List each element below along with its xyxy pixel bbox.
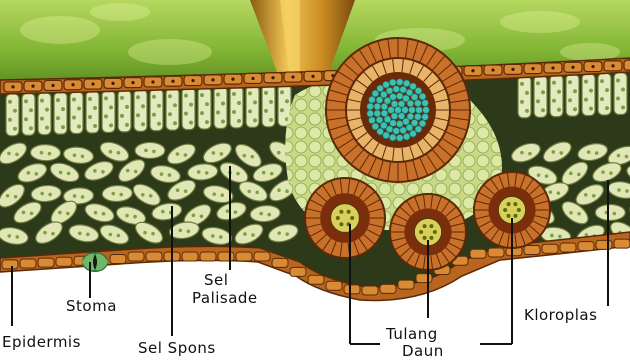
label-stoma: Stoma	[66, 298, 117, 315]
label-sel-spons: Sel Spons	[138, 340, 216, 357]
vascular-bundle-main	[326, 38, 470, 182]
stoma	[82, 252, 108, 272]
label-tulang-daun-line1: Tulang	[386, 326, 438, 343]
label-kloroplas: Kloroplas	[524, 307, 597, 324]
label-tulang-daun-line2: Daun	[402, 343, 444, 358]
label-sel-palisade-line2: Palisade	[192, 290, 258, 307]
label-epidermis: Epidermis	[2, 334, 81, 351]
label-sel-palisade-line1: Sel	[204, 272, 228, 289]
